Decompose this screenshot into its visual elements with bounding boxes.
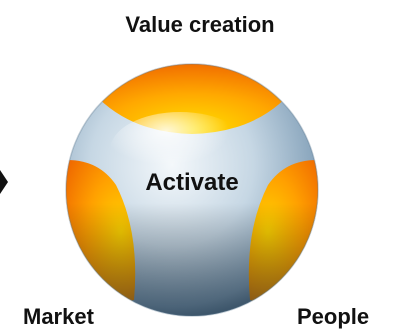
arrow-tip-icon [0,170,8,194]
sphere-highlight [110,112,250,188]
label-market: Market [23,304,94,329]
center-label-activate: Activate [145,169,239,196]
label-value-creation: Value creation [125,12,275,37]
label-people: People [297,304,370,329]
center-label-container: Activate [117,171,267,195]
